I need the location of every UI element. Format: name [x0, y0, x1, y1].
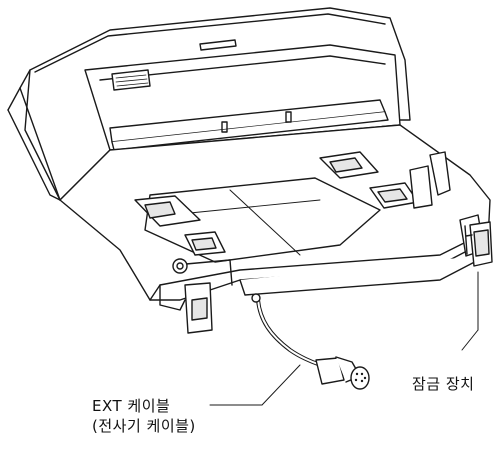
lock-device	[459, 214, 493, 267]
ext-cable	[251, 293, 370, 390]
ext-cable-label: EXT 케이블 (전사기 케이블)	[92, 396, 196, 436]
lock-leader-line-2	[461, 329, 479, 351]
lock-device-label: 잠금 장치	[412, 375, 475, 393]
ext-cable-label-line1: EXT 케이블	[92, 397, 171, 415]
cable-leader-line	[261, 364, 301, 406]
ext-cable-label-line2: (전사기 케이블)	[92, 417, 196, 435]
base-tray	[59, 124, 491, 334]
